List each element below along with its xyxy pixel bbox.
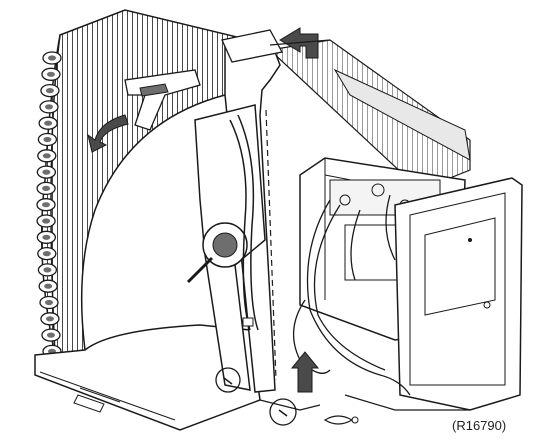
hairpin-bend-hole [42,169,51,175]
arrow-rotate-bracket [87,114,129,153]
hairpin-bend-hole [45,316,54,322]
hairpin-bend-hole [45,299,53,306]
hairpin-bend-hole [44,283,53,289]
lower-latch-left [215,367,241,393]
hairpin-bend-hole [42,218,51,224]
hairpin-bend-hole [45,104,53,110]
support-top-cap [221,29,283,63]
hairpin-bend-hole [42,251,51,257]
upper-bracket [124,69,201,131]
hairpin-bend-hole [43,267,52,273]
hairpin-bend-hole [45,88,54,94]
figure-reference-code: (R16790) [452,418,507,433]
drain-fitting [323,415,359,425]
arrow-lift-support-up [290,351,320,393]
base-tab [73,394,105,413]
coil-hairpin-bends [36,51,62,359]
outer-casing-edges [259,39,470,411]
hairpin-bend-hole [42,202,50,208]
hairpin-bend-hole [42,185,51,191]
hairpin-bend-hole [48,55,56,61]
side-service-panel [394,177,523,411]
rear-heat-exchanger [268,39,471,191]
hairpin-bend-hole [46,332,55,338]
hairpin-bend-hole [44,120,53,126]
motor-shaft [186,256,214,284]
hairpin-bend-hole [42,153,51,159]
lower-latch-right [269,398,297,426]
fan-motor-support [186,29,283,393]
hairpin-bend-hole [46,71,55,77]
hairpin-bend-hole [43,136,52,143]
latch-hooks [215,367,297,426]
hairpin-bend-hole [42,234,51,240]
wiring-harness [292,194,411,396]
